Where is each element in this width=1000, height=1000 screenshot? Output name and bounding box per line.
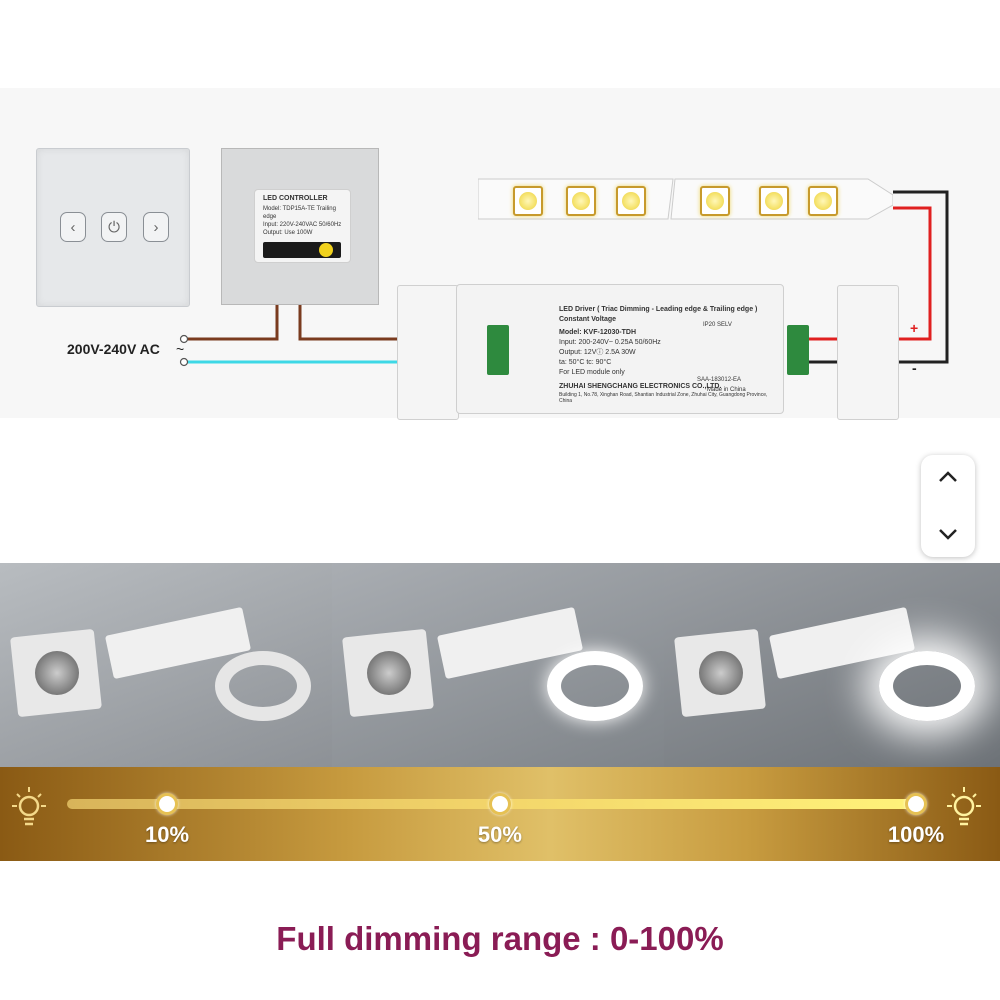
adjust-knob	[319, 243, 333, 257]
driver-input-cap	[397, 285, 459, 420]
photo-dim-100	[664, 563, 1000, 767]
driver-made: Made in China	[707, 387, 746, 393]
ac-label: 200V-240V AC	[67, 341, 160, 357]
driver-spec: For LED module only	[559, 369, 625, 376]
driver-output-cap	[837, 285, 899, 420]
led-chip	[759, 186, 789, 216]
touch-dimmer-panel: ‹ ⏻ ›	[36, 148, 190, 307]
chevron-left-icon: ‹	[70, 218, 76, 236]
positive-label: +	[910, 320, 919, 336]
controller-backplate: LED CONTROLLER Model: TDP15A-TE Trailing…	[221, 148, 379, 305]
power-button[interactable]: ⏻	[101, 212, 127, 242]
driver-spec: ta: 50°C tc: 90°C	[559, 359, 612, 366]
ac-terminal-bottom	[179, 357, 189, 367]
chevron-up-icon[interactable]	[938, 470, 958, 484]
ip-rating: IP20 SELV	[703, 322, 732, 328]
driver-address: Building 1, No.78, Xinghan Road, Shantia…	[559, 392, 768, 404]
dimming-knob	[488, 793, 511, 815]
controller-title: LED CONTROLLER	[263, 195, 328, 202]
caption: Full dimming range : 0-100%	[276, 920, 724, 957]
increase-button[interactable]: ›	[143, 212, 169, 242]
driver-spec: Output: 12Vⓘ 2.5A 30W	[559, 349, 636, 356]
bulb-bright-icon	[947, 787, 981, 826]
ac-symbol: ~	[176, 341, 185, 357]
led-chip	[566, 186, 596, 216]
driver-title: LED Driver ( Triac Dimming - Leading edg…	[559, 306, 758, 313]
dimming-knob	[905, 793, 927, 815]
driver-model: Model: KVF-12030-TDH	[559, 329, 637, 336]
controller-line: Model: TDP15A-TE Trailing edge	[263, 206, 336, 220]
dimming-knob	[156, 793, 178, 815]
led-chip	[808, 186, 838, 216]
led-controller-module: LED CONTROLLER Model: TDP15A-TE Trailing…	[254, 189, 351, 263]
led-chip	[513, 186, 543, 216]
gallery-scroll-control	[921, 455, 975, 557]
dimming-level-label: 10%	[144, 822, 190, 847]
bulb-dim-icon	[12, 787, 46, 826]
led-chip	[616, 186, 646, 216]
driver-spec: Input: 200-240V~ 0.25A 50/60Hz	[559, 339, 661, 346]
power-icon: ⏻	[108, 218, 120, 236]
controller-line: Output: Use 100W	[263, 230, 313, 236]
controller-line: Input: 220V-240VAC 50/60Hz	[263, 222, 342, 228]
driver-company: ZHUHAI SHENGCHANG ELECTRONICS CO.,LTD.	[559, 383, 722, 390]
led-chip	[700, 186, 730, 216]
input-terminal	[487, 325, 509, 375]
photo-dim-50	[332, 563, 664, 767]
output-terminal	[787, 325, 809, 375]
dimming-level-label: 50%	[477, 822, 522, 847]
led-driver: LED Driver ( Triac Dimming - Leading edg…	[456, 284, 809, 414]
terminal-block	[263, 242, 341, 258]
chevron-right-icon: ›	[153, 218, 159, 236]
photo-dim-10	[0, 563, 332, 767]
chevron-down-icon[interactable]	[938, 527, 958, 541]
dimming-level-label: 100%	[887, 822, 945, 847]
driver-saa: SAA-183012-EA	[697, 377, 742, 383]
driver-subtitle: Constant Voltage	[559, 316, 617, 323]
decrease-button[interactable]: ‹	[60, 212, 86, 242]
ac-terminal-top	[179, 334, 189, 344]
negative-label: -	[912, 360, 917, 376]
led-strip	[478, 175, 893, 224]
